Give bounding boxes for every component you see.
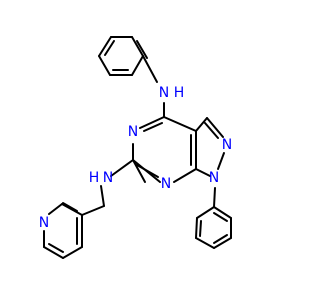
bond <box>132 159 146 183</box>
bond <box>195 237 215 249</box>
bond <box>206 117 224 138</box>
bond <box>204 122 219 139</box>
bond <box>173 168 197 183</box>
bond <box>61 203 83 216</box>
atom-symbol: N <box>222 137 232 153</box>
bond <box>213 234 228 244</box>
bond-layer <box>43 36 232 259</box>
atom-hydrogen: H <box>89 170 100 186</box>
bond <box>43 246 64 259</box>
bond <box>196 206 215 219</box>
bond <box>100 185 105 207</box>
bond <box>48 243 64 253</box>
bond <box>131 55 144 76</box>
bond <box>62 202 78 212</box>
atom-symbol: N <box>161 176 171 192</box>
bond <box>81 205 105 216</box>
bond <box>195 168 211 177</box>
atom-symbol: N <box>209 170 219 186</box>
bond <box>139 116 165 129</box>
atom-n-pyridine: N <box>39 215 49 231</box>
bond <box>48 203 63 215</box>
bond <box>104 40 115 56</box>
bond <box>195 117 208 132</box>
bond <box>213 187 216 208</box>
atom-n-pyrimidine-bottom: N <box>161 176 171 192</box>
bond <box>143 122 163 132</box>
bond <box>163 116 197 132</box>
atom-n-pyrimidine-left: N <box>128 124 138 140</box>
atom-n-pyrazole-phenyl: N <box>209 170 219 186</box>
atom-label-layer: N H N N N N N H N <box>39 85 232 231</box>
bond <box>142 55 158 83</box>
bond <box>213 237 232 249</box>
atom-symbol: N <box>103 170 113 186</box>
bond <box>213 206 232 219</box>
bond <box>98 36 112 57</box>
atom-symbol: N <box>39 215 49 231</box>
bond <box>217 152 225 170</box>
bond <box>136 40 148 59</box>
atom-symbol: N <box>159 85 169 101</box>
atom-nh-amino: N H <box>89 170 114 186</box>
bond <box>199 220 202 237</box>
bond <box>110 159 134 177</box>
atom-n-pyrazole-right: N <box>222 137 232 153</box>
atom-nh-top: N H <box>159 85 185 101</box>
bond <box>98 55 111 76</box>
bond <box>62 246 83 259</box>
bond <box>136 164 159 178</box>
atom-symbol: N <box>128 124 138 140</box>
bond <box>213 212 228 222</box>
bond <box>195 217 198 239</box>
bond <box>131 36 144 57</box>
molecule-structure: N H N N N N N H N <box>39 36 232 259</box>
atom-hydrogen: H <box>174 85 185 101</box>
